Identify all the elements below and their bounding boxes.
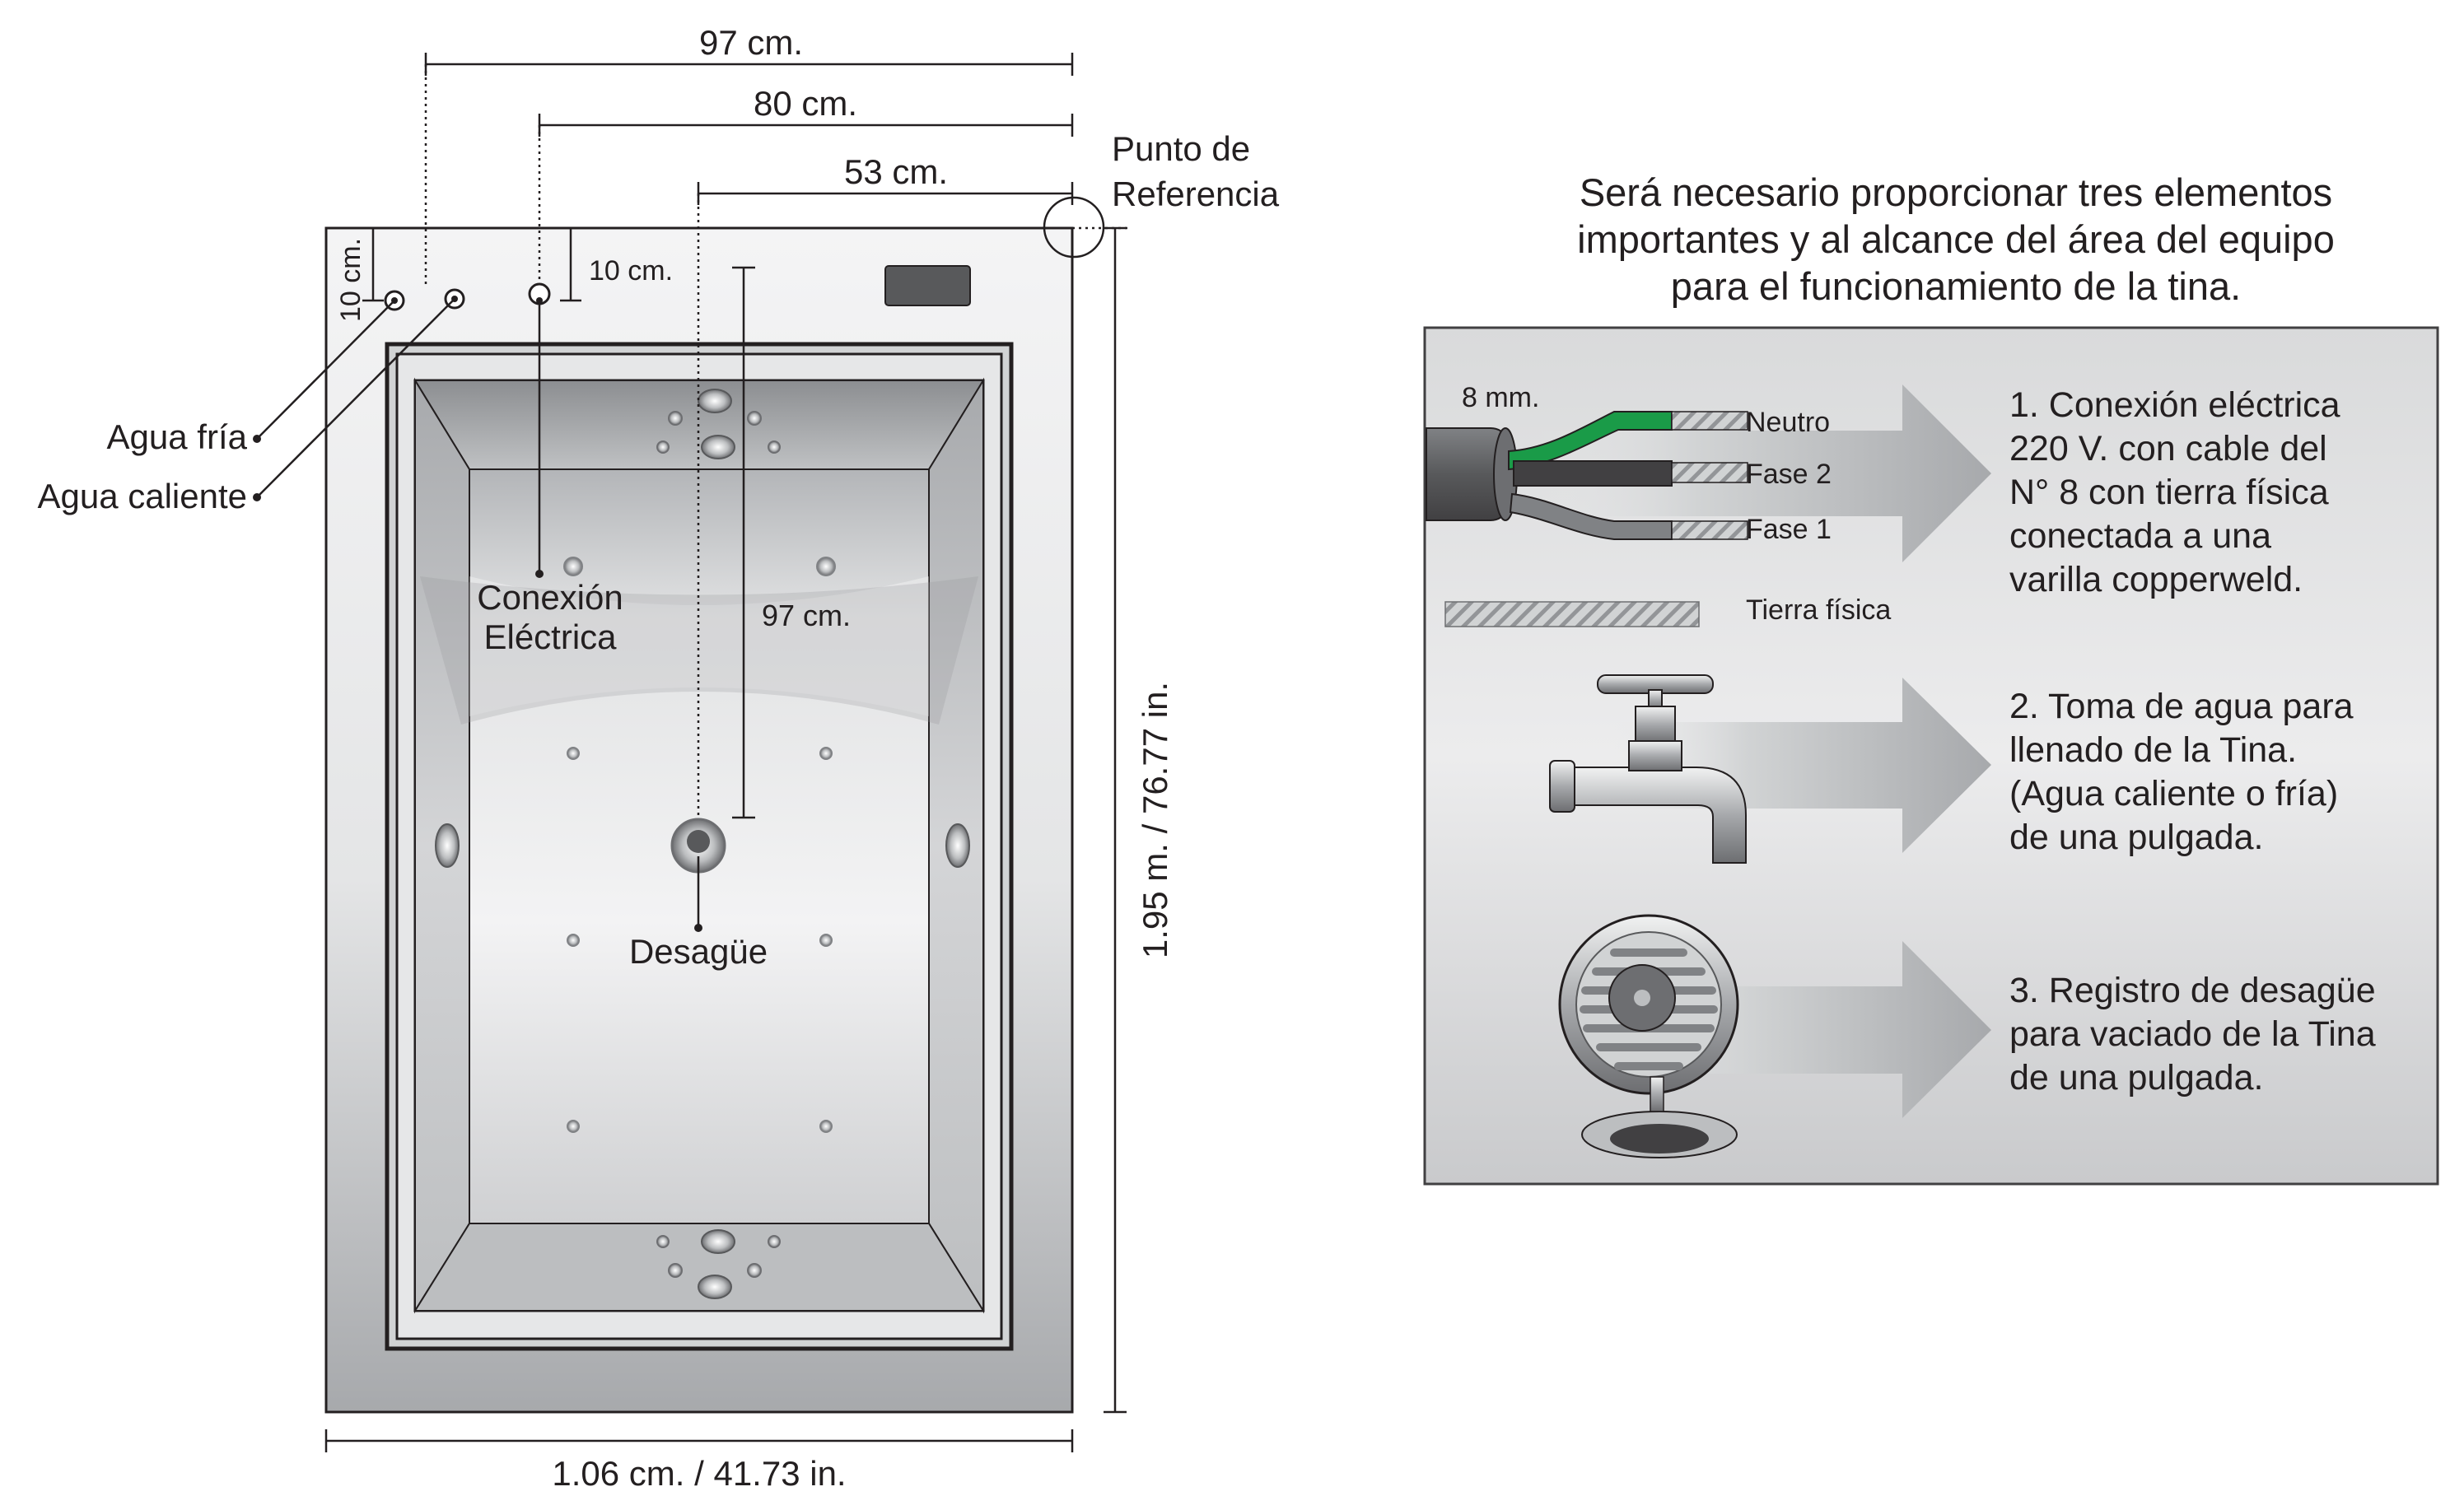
- dim-10-horizontal-label: 10 cm.: [589, 255, 673, 287]
- phase1-label: Fase 1: [1746, 514, 1832, 545]
- requirement-1-line: conectada a una: [2009, 516, 2271, 556]
- dim-97-drain-label: 97 cm.: [762, 599, 851, 632]
- electrical-connection-label-2: Eléctrica: [483, 618, 617, 656]
- panel-intro-line-1: Será necesario proporcionar tres element…: [1579, 170, 2333, 214]
- requirement-3-line: 3. Registro de desagüe: [2009, 971, 2376, 1010]
- dim-97-label: 97 cm.: [699, 23, 803, 62]
- requirement-1-line: varilla copperweld.: [2009, 560, 2303, 599]
- requirement-3-line: para vaciado de la Tina: [2009, 1014, 2376, 1054]
- dimension-lines: [324, 53, 1128, 1452]
- reference-point-label: Punto de: [1112, 129, 1250, 168]
- requirement-1: 1. Conexión eléctrica 220 V. con cable d…: [2009, 384, 2340, 602]
- ground-wire: [1444, 601, 1700, 627]
- neutral-label: Neutro: [1746, 407, 1830, 438]
- requirement-2-line: 2. Toma de agua para: [2009, 687, 2354, 726]
- ground-label: Tierra física: [1746, 594, 1891, 626]
- dim-80-label: 80 cm.: [754, 84, 857, 123]
- panel-intro-line-3: para el funcionamiento de la tina.: [1670, 264, 2242, 308]
- panel-intro-line-2: importantes y al alcance del área del eq…: [1577, 217, 2335, 261]
- phase2-wire: [1513, 460, 1673, 487]
- dim-length-label: 1.95 m. / 76.77 in.: [1136, 682, 1174, 958]
- electrical-connection-label: Conexión: [477, 578, 623, 617]
- requirement-2: 2. Toma de agua para llenado de la Tina.…: [2009, 685, 2354, 860]
- panel-intro: Será necesario proporcionar tres element…: [1454, 169, 2458, 310]
- reference-point-marker: [1043, 196, 1105, 259]
- dim-width-label: 1.06 cm. / 41.73 in.: [552, 1454, 846, 1493]
- requirement-2-line: llenado de la Tina.: [2009, 730, 2298, 770]
- electric-cable-icon: [1426, 411, 1748, 627]
- tub-jets: [435, 389, 970, 1299]
- requirement-1-line: N° 8 con tierra física: [2009, 473, 2329, 512]
- headrest: [469, 576, 929, 716]
- cold-water-label: Agua fría: [107, 417, 248, 456]
- tub-control-panel[interactable]: [884, 265, 971, 306]
- dim-53-label: 53 cm.: [844, 152, 948, 191]
- hot-water-label: Agua caliente: [37, 477, 247, 515]
- requirement-2-line: de una pulgada.: [2009, 818, 2264, 857]
- leader-lines: [256, 298, 700, 926]
- dim-10-vertical-label: 10 cm.: [335, 238, 366, 322]
- requirement-1-line: 220 V. con cable del: [2009, 429, 2327, 468]
- phase2-label: Fase 2: [1746, 459, 1832, 490]
- drain-label: Desagüe: [629, 932, 768, 971]
- requirement-1-line: 1. Conexión eléctrica: [2009, 385, 2340, 425]
- cable-gauge-label: 8 mm.: [1462, 382, 1539, 413]
- floor-drain-icon: [1558, 914, 1739, 1158]
- reference-point-label-2: Referencia: [1112, 175, 1280, 213]
- requirement-3: 3. Registro de desagüe para vaciado de l…: [2009, 969, 2376, 1100]
- requirement-2-line: (Agua caliente o fría): [2009, 774, 2339, 813]
- tub-wall-bottom: [413, 1223, 985, 1312]
- water-faucet-icon: [1549, 674, 1747, 864]
- panel-arrows: [1540, 384, 1991, 1118]
- requirement-3-line: de una pulgada.: [2009, 1058, 2264, 1098]
